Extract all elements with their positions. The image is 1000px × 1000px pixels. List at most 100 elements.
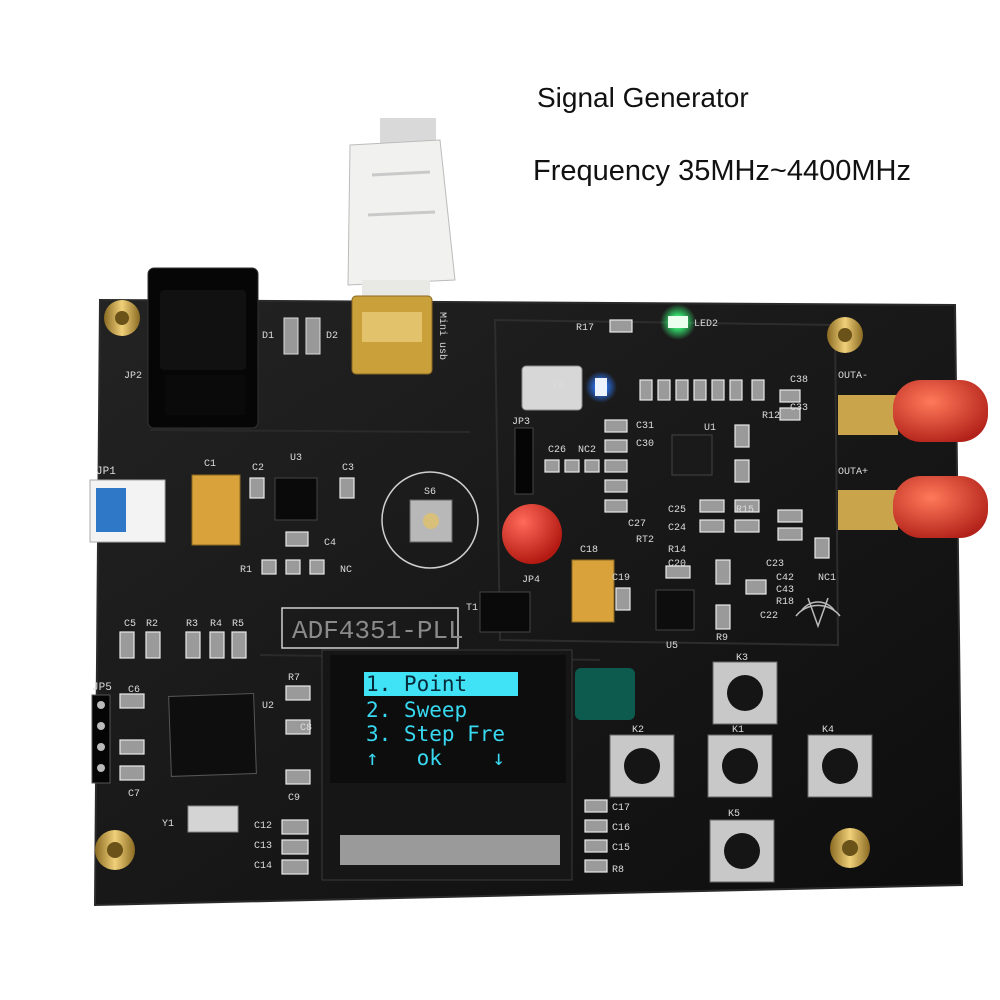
- svg-text:U3: U3: [290, 453, 302, 464]
- svg-text:C31: C31: [636, 421, 654, 432]
- svg-text:T1: T1: [466, 603, 478, 614]
- svg-text:LED2: LED2: [694, 319, 718, 330]
- svg-text:R14: R14: [668, 545, 686, 556]
- tantalum-cap-c18: [571, 559, 615, 623]
- oled-menu-item-step: 3. Step Fre: [366, 722, 506, 746]
- usb-label: Mini usb: [436, 312, 448, 360]
- svg-text:C19: C19: [612, 573, 630, 584]
- jp1-switch[interactable]: [89, 479, 166, 543]
- diode-d1: [283, 317, 299, 355]
- crystal-y1: [187, 805, 239, 833]
- svg-text:R12: R12: [762, 411, 780, 422]
- usb-cable: [347, 118, 456, 298]
- oled-display: 1. Point 2. Sweep 3. Step Fre ↑ ok ↓: [336, 660, 526, 775]
- svg-text:NC1: NC1: [818, 573, 836, 584]
- standoff-top-left: [104, 300, 140, 336]
- svg-text:U5: U5: [666, 641, 678, 652]
- oled-nav-row: ↑ ok ↓: [366, 746, 506, 770]
- svg-text:R17: R17: [576, 323, 594, 334]
- svg-text:C14: C14: [254, 861, 272, 872]
- svg-text:K5: K5: [728, 809, 740, 820]
- svg-text:C5: C5: [124, 619, 136, 630]
- svg-text:NC2: NC2: [578, 445, 596, 456]
- svg-text:R9: R9: [716, 633, 728, 644]
- svg-text:C22: C22: [760, 611, 778, 622]
- sma-connector-outa-plus: [838, 476, 988, 538]
- svg-text:C26: C26: [548, 445, 566, 456]
- svg-text:U2: U2: [262, 701, 274, 712]
- svg-text:R3: R3: [186, 619, 198, 630]
- svg-text:R15: R15: [736, 505, 754, 516]
- transformer-t1: [479, 591, 531, 633]
- svg-text:Y2: Y2: [552, 381, 564, 392]
- standoff-bottom-left: [95, 830, 135, 870]
- svg-text:OUTA-: OUTA-: [838, 371, 868, 382]
- svg-text:C9: C9: [288, 793, 300, 804]
- chip-u5: [655, 589, 695, 631]
- svg-text:C16: C16: [612, 823, 630, 834]
- caption-frequency: Frequency 35MHz~4400MHz: [533, 155, 911, 187]
- standoff-top-right: [827, 317, 863, 353]
- svg-text:C17: C17: [612, 803, 630, 814]
- svg-text:D2: D2: [326, 331, 338, 342]
- svg-text:RT2: RT2: [636, 535, 654, 546]
- svg-text:C2: C2: [252, 463, 264, 474]
- svg-text:C24: C24: [668, 523, 686, 534]
- svg-text:R4: R4: [210, 619, 222, 630]
- svg-text:C38: C38: [790, 375, 808, 386]
- svg-text:C20: C20: [668, 559, 686, 570]
- board-name-label: ADF4351-PLL: [292, 616, 464, 646]
- chip-u2: [168, 693, 257, 777]
- svg-text:R7: R7: [288, 673, 300, 684]
- diode-d2: [305, 317, 321, 355]
- svg-text:C13: C13: [254, 841, 272, 852]
- standoff-bottom-right: [830, 828, 870, 868]
- svg-text:C6: C6: [128, 685, 140, 696]
- svg-text:R1: R1: [240, 565, 252, 576]
- sma-connector-outa-minus: [838, 380, 988, 442]
- caption-title: Signal Generator: [537, 82, 749, 113]
- svg-text:C33: C33: [790, 403, 808, 414]
- dc-power-jack: [147, 267, 259, 429]
- button-k5[interactable]: [709, 819, 775, 883]
- svg-text:S6: S6: [424, 487, 436, 498]
- svg-text:U1: U1: [704, 423, 716, 434]
- svg-text:D1: D1: [262, 331, 274, 342]
- mini-usb-connector: [351, 295, 433, 375]
- oled-ribbon: [575, 668, 635, 720]
- jp3-header: [514, 427, 534, 495]
- svg-text:JP3: JP3: [512, 417, 530, 428]
- svg-text:K3: K3: [736, 653, 748, 664]
- svg-text:JP2: JP2: [124, 371, 142, 382]
- jp1-label: JP1: [96, 466, 116, 478]
- button-k1[interactable]: [707, 734, 773, 798]
- svg-text:C3: C3: [342, 463, 354, 474]
- svg-text:K1: K1: [732, 725, 744, 736]
- svg-text:C27: C27: [628, 519, 646, 530]
- svg-text:R8: R8: [612, 865, 624, 876]
- svg-text:K2: K2: [632, 725, 644, 736]
- jp5-header: [91, 694, 111, 784]
- chip-u1: [671, 434, 713, 476]
- svg-text:JP4: JP4: [522, 575, 540, 586]
- rf-antenna-icon: [795, 597, 841, 629]
- button-k2[interactable]: [609, 734, 675, 798]
- button-k4[interactable]: [807, 734, 873, 798]
- svg-text:C23: C23: [766, 559, 784, 570]
- crystal-y2: [521, 365, 583, 411]
- svg-text:R5: R5: [232, 619, 244, 630]
- svg-text:OUTA+: OUTA+: [838, 467, 868, 478]
- svg-text:C12: C12: [254, 821, 272, 832]
- svg-text:C43: C43: [776, 585, 794, 596]
- jp5-label: JP5: [92, 682, 112, 694]
- oled-menu-item-point: 1. Point: [366, 672, 468, 696]
- svg-text:C18: C18: [580, 545, 598, 556]
- svg-text:C25: C25: [668, 505, 686, 516]
- button-k3[interactable]: [712, 661, 778, 725]
- svg-text:C7: C7: [128, 789, 140, 800]
- svg-text:K4: K4: [822, 725, 834, 736]
- button-s6[interactable]: [409, 499, 453, 543]
- svg-text:C15: C15: [612, 843, 630, 854]
- svg-text:R18: R18: [776, 597, 794, 608]
